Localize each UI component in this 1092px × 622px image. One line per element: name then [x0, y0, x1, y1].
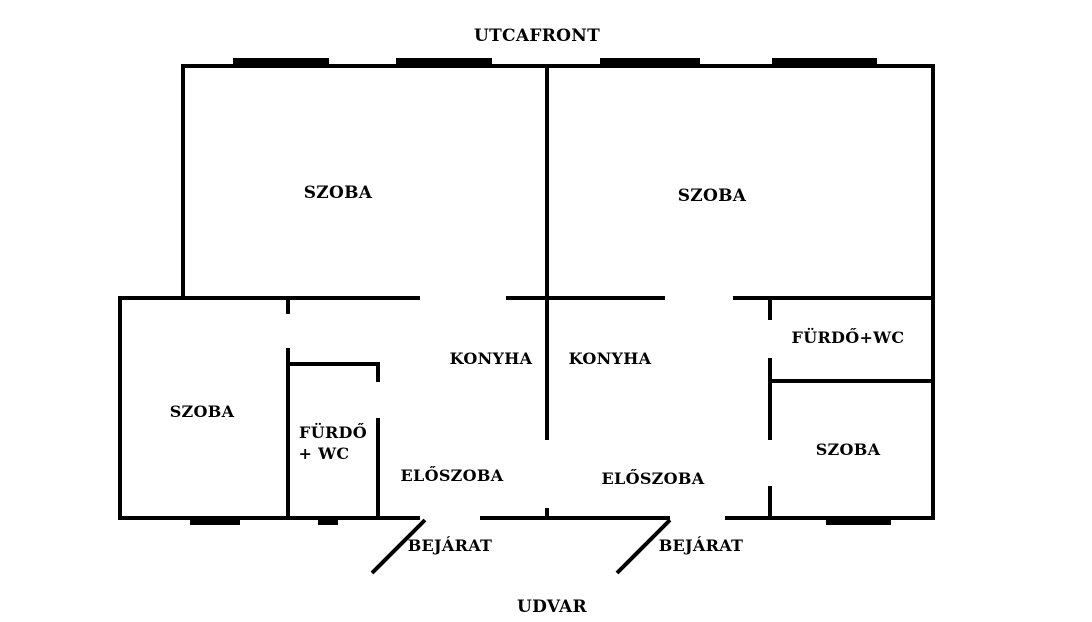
window-1 [233, 58, 329, 67]
entrance-door-right [615, 518, 672, 575]
entrance-label-right: BEJÁRAT [659, 535, 744, 555]
street-front-label: UTCAFRONT [474, 26, 600, 46]
window-bottom-1 [190, 517, 240, 525]
kitchen-left-label: KONYHA [450, 349, 533, 368]
hall-right-label: ELŐSZOBA [602, 468, 705, 488]
hall-left-label: ELŐSZOBA [401, 465, 504, 485]
bathroom-left-label-line1: FÜRDŐ [299, 422, 367, 442]
doors [370, 518, 672, 575]
room-label-upper-left: SZOBA [304, 183, 373, 203]
window-bottom-3 [826, 517, 891, 525]
kitchen-right-label: KONYHA [569, 349, 652, 368]
entrance-label-left: BEJÁRAT [408, 535, 493, 555]
window-3 [600, 58, 700, 67]
bathroom-left-label-line2: + WC [299, 444, 350, 463]
room-label-left: SZOBA [170, 402, 235, 421]
bathroom-right-label: FÜRDŐ+WC [792, 327, 905, 347]
window-bottom-2 [318, 517, 338, 525]
room-label-upper-right: SZOBA [678, 186, 747, 206]
window-4 [772, 58, 877, 67]
labels: UTCAFRONT UDVAR SZOBA SZOBA SZOBA FÜRDŐ … [170, 26, 905, 617]
courtyard-label: UDVAR [517, 597, 588, 617]
walls [118, 64, 935, 520]
room-label-right: SZOBA [816, 440, 881, 459]
windows [190, 58, 891, 525]
entrance-door-left [370, 518, 427, 575]
window-2 [396, 58, 492, 67]
